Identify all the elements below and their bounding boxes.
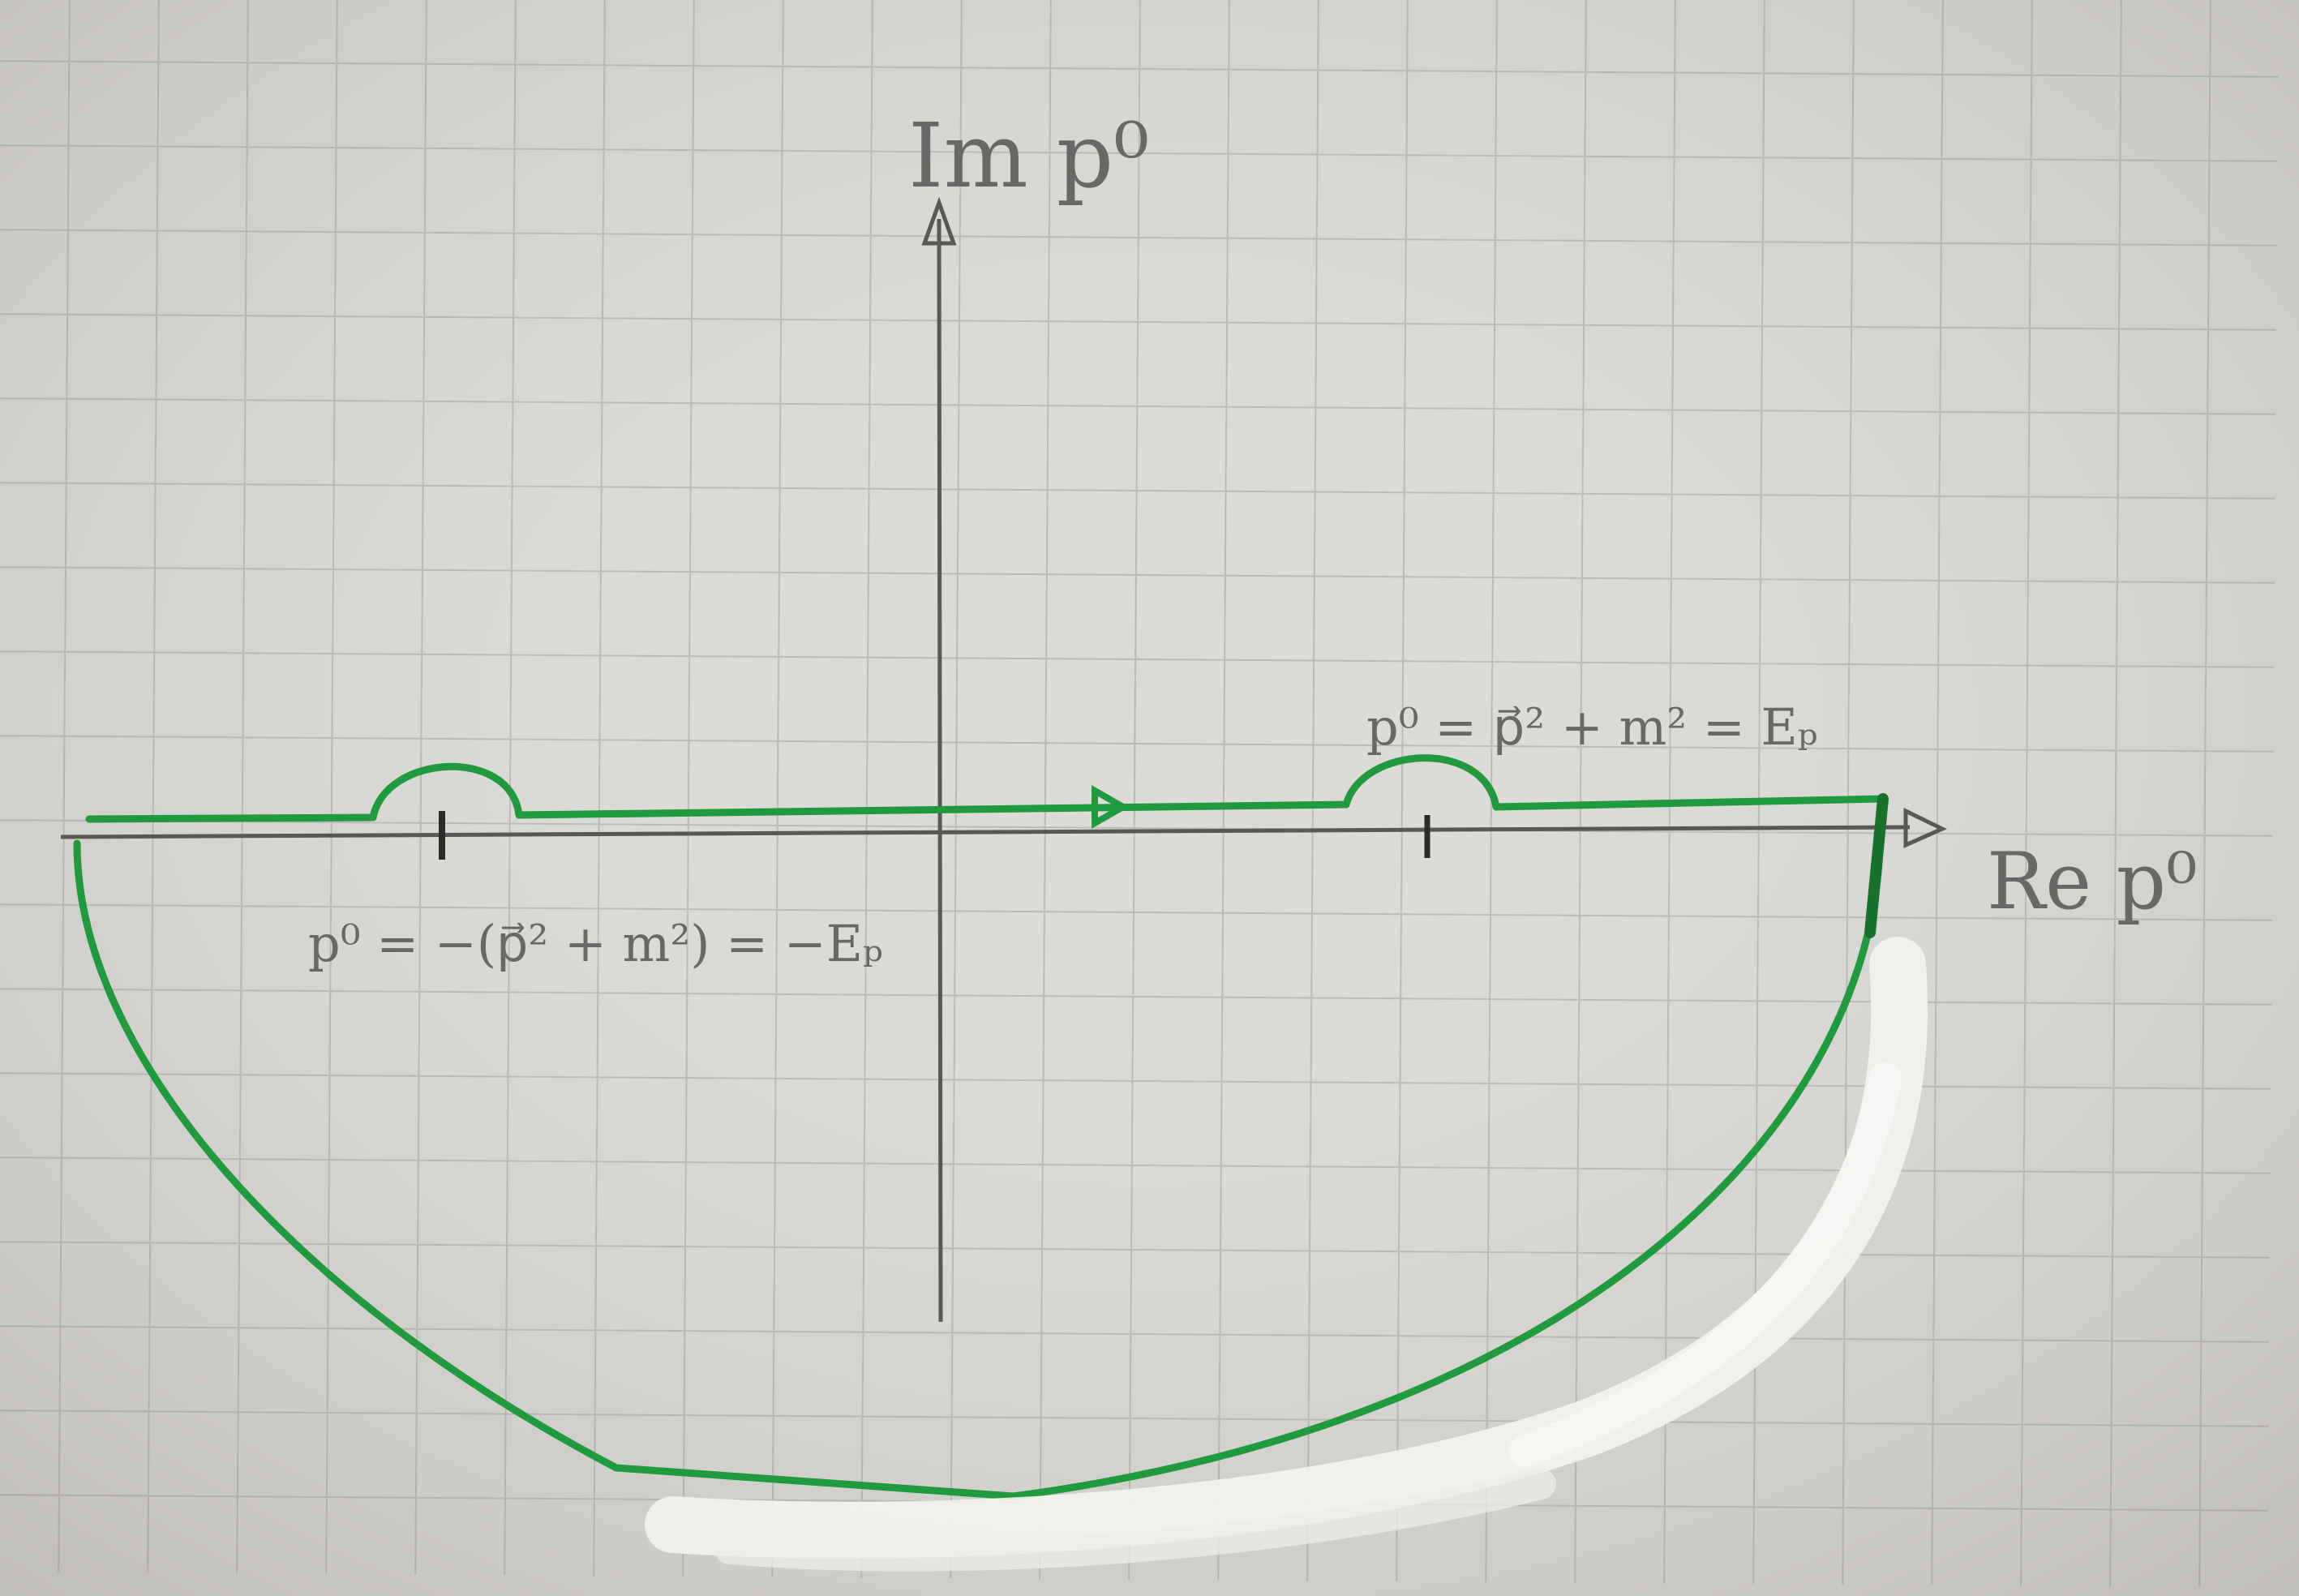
right-arrow-icon xyxy=(1903,807,1947,848)
integration-contour xyxy=(73,754,1885,1500)
imaginary-axis-label: Im p⁰ xyxy=(908,104,1149,208)
real-axis xyxy=(60,807,1947,860)
imaginary-axis xyxy=(921,196,957,1323)
positive-pole-label: p⁰ = p⃗² + m² = Eₚ xyxy=(1366,697,1818,757)
up-arrow-icon xyxy=(921,196,957,246)
negative-pole-label: p⁰ = −(p⃗² + m²) = −Eₚ xyxy=(308,914,883,973)
real-axis-label: Re p⁰ xyxy=(1987,836,2198,927)
contour-corner-mark xyxy=(1864,793,1889,938)
contour-direction-arrow-icon xyxy=(1092,785,1130,829)
whiteout-smear xyxy=(645,937,1928,1572)
